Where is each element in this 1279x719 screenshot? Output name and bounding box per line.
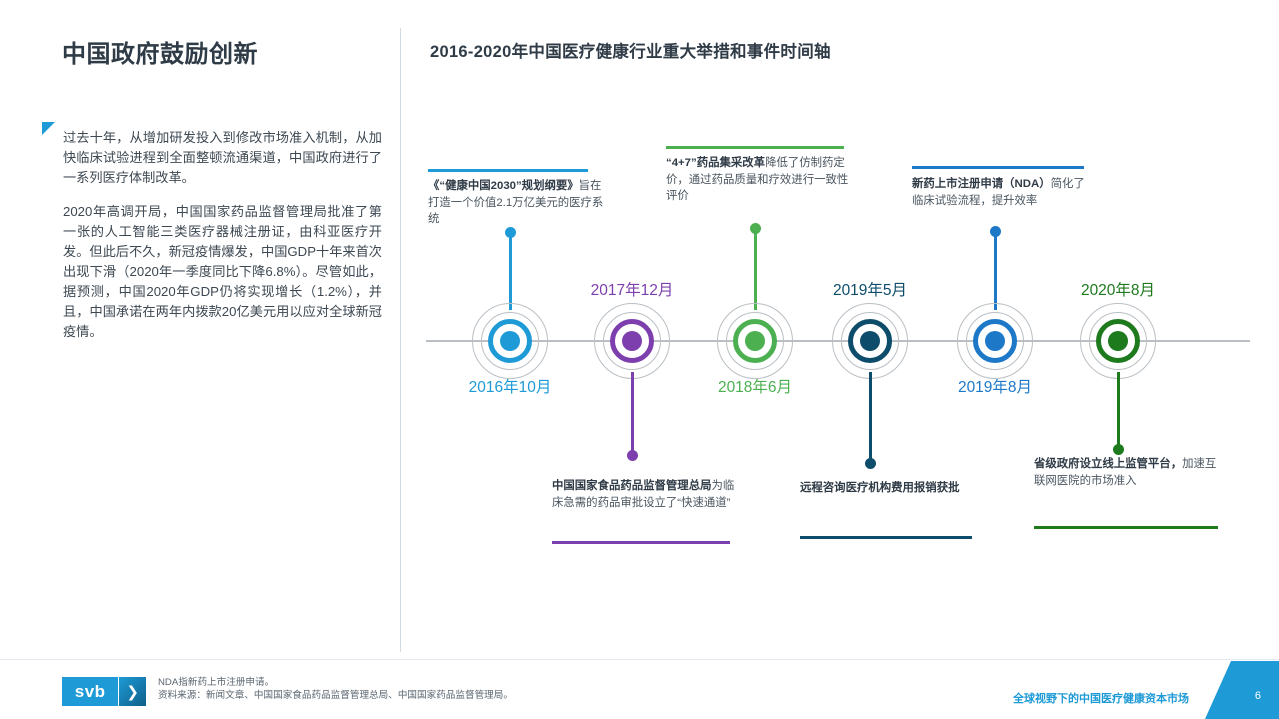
- footnote-line-1: NDA指新药上市注册申请。: [158, 677, 275, 688]
- callout-lead-event-3: “4+7”药品集采改革: [666, 157, 766, 169]
- triangle-bullet-icon: [42, 122, 55, 135]
- callout-lead-event-2: 中国国家食品药品监督管理总局: [552, 480, 712, 492]
- callout-lead-event-1: 《“健康中国2030”规划纲要》: [428, 180, 579, 192]
- stem-dot-event-4: [864, 458, 876, 469]
- stem-dot-event-6: [1112, 444, 1124, 455]
- footer-divider: [0, 659, 1279, 660]
- accent-bar-event-4: [800, 536, 972, 540]
- timeline-area: 《“健康中国2030”规划纲要》旨在打造一个价值2.1万亿美元的医疗系统 201…: [400, 0, 1279, 719]
- accent-bar-event-3: [666, 146, 844, 150]
- month-label-2019-05: 2019年5月: [832, 282, 908, 299]
- stem-event-4: [868, 372, 872, 462]
- month-label-2018-06: 2018年6月: [717, 379, 793, 396]
- node-ring-6: [1096, 319, 1140, 363]
- month-label-2019-08: 2019年8月: [957, 379, 1033, 396]
- callout-event-6: 省级政府设立线上监管平台，加速互联网医院的市场准入: [1034, 456, 1226, 489]
- node-core-3: [745, 331, 765, 351]
- timeline-title: 2016-2020年中国医疗健康行业重大举措和事件时间轴: [430, 43, 831, 61]
- page-number: 6: [1254, 690, 1261, 702]
- accent-bar-event-5: [912, 166, 1084, 170]
- left-panel: 中国政府鼓励创新 过去十年，从增加研发投入到修改市场准入机制，从加快临床试验进程…: [0, 0, 400, 719]
- node-core-4: [860, 331, 880, 351]
- node-halo-inner-5: [966, 312, 1024, 370]
- node-halo-outer-5: [957, 303, 1033, 379]
- callout-event-2: 中国国家食品药品监督管理总局为临床急需的药品审批设立了“快速通道”: [552, 478, 740, 511]
- footer-document-title: 全球视野下的中国医疗健康资本市场: [1013, 693, 1189, 705]
- node-halo-outer-3: [717, 303, 793, 379]
- callout-body-event-1: 旨在打造一个价值2.1万亿美元的医疗系统: [428, 180, 604, 226]
- timeline-node-2017-12[interactable]: [594, 303, 670, 379]
- accent-bar-event-1: [428, 169, 588, 173]
- month-label-2016-10: 2016年10月: [468, 379, 552, 396]
- footnote-line-2: 资料来源：新闻文章、中国国家食品药品监督管理总局、中国国家药品监督管理局。: [158, 690, 513, 702]
- node-core-1: [500, 331, 520, 351]
- callout-lead-event-4: 远程咨询医疗机构费用报销获批: [800, 482, 960, 494]
- stem-event-1: [508, 232, 512, 310]
- svb-logo-wordmark: svb: [62, 677, 119, 706]
- stem-event-3: [753, 228, 757, 310]
- node-halo-outer-1: [472, 303, 548, 379]
- stem-event-2: [630, 372, 634, 454]
- callout-lead-event-5: 新药上市注册申请（NDA）: [912, 178, 1051, 190]
- callout-event-5: 新药上市注册申请（NDA）简化了临床试验流程，提升效率: [912, 176, 1090, 209]
- timeline-node-2016-10[interactable]: [472, 303, 548, 379]
- timeline-node-2018-06[interactable]: [717, 303, 793, 379]
- stem-event-5: [993, 231, 997, 310]
- timeline-node-2020-08[interactable]: [1080, 303, 1156, 379]
- node-halo-inner-6: [1089, 312, 1147, 370]
- callout-event-4: 远程咨询医疗机构费用报销获批: [800, 480, 976, 497]
- stem-event-6: [1116, 372, 1120, 448]
- node-ring-3: [733, 319, 777, 363]
- panel-divider: [400, 28, 401, 652]
- callout-lead-event-6: 省级政府设立线上监管平台，: [1034, 458, 1183, 470]
- node-halo-inner-1: [481, 312, 539, 370]
- callout-event-3: “4+7”药品集采改革降低了仿制药定价，通过药品质量和疗效进行一致性评价: [666, 155, 852, 205]
- accent-bar-event-6: [1034, 526, 1218, 530]
- month-label-2017-12: 2017年12月: [590, 282, 674, 299]
- timeline-node-2019-08[interactable]: [957, 303, 1033, 379]
- intro-paragraph-2: 2020年高调开局，中国国家药品监督管理局批准了第一张的人工智能三类医疗器械注册…: [63, 203, 382, 339]
- intro-paragraph-1: 过去十年，从增加研发投入到修改市场准入机制，从加快临床试验进程到全面整顿流通渠道…: [63, 130, 382, 186]
- callout-body-event-2: 为临床急需的药品审批设立了“快速通道”: [552, 480, 735, 509]
- node-halo-inner-2: [603, 312, 661, 370]
- chevron-right-icon: ❯: [119, 677, 146, 706]
- svb-logo[interactable]: svb ❯: [62, 677, 146, 706]
- node-core-5: [985, 331, 1005, 351]
- stem-dot-event-2: [626, 450, 638, 461]
- page-title: 中国政府鼓励创新: [62, 41, 258, 68]
- node-core-2: [622, 331, 642, 351]
- node-halo-inner-3: [726, 312, 784, 370]
- callout-event-1: 《“健康中国2030”规划纲要》旨在打造一个价值2.1万亿美元的医疗系统: [428, 178, 608, 228]
- footnotes: NDA指新药上市注册申请。 资料来源：新闻文章、中国国家食品药品监督管理总局、中…: [158, 676, 513, 702]
- month-label-2020-08: 2020年8月: [1080, 282, 1156, 299]
- callout-body-event-6: 加速互联网医院的市场准入: [1034, 458, 1217, 487]
- callout-body-event-5: 简化了临床试验流程，提升效率: [912, 178, 1085, 207]
- callout-body-event-3: 降低了仿制药定价，通过药品质量和疗效进行一致性评价: [666, 157, 849, 203]
- node-halo-inner-4: [841, 312, 899, 370]
- node-core-6: [1108, 331, 1128, 351]
- accent-bar-event-2: [552, 541, 730, 545]
- timeline-node-2019-05[interactable]: [832, 303, 908, 379]
- intro-block: 过去十年，从增加研发投入到修改市场准入机制，从加快临床试验进程到全面整顿流通渠道…: [42, 115, 382, 355]
